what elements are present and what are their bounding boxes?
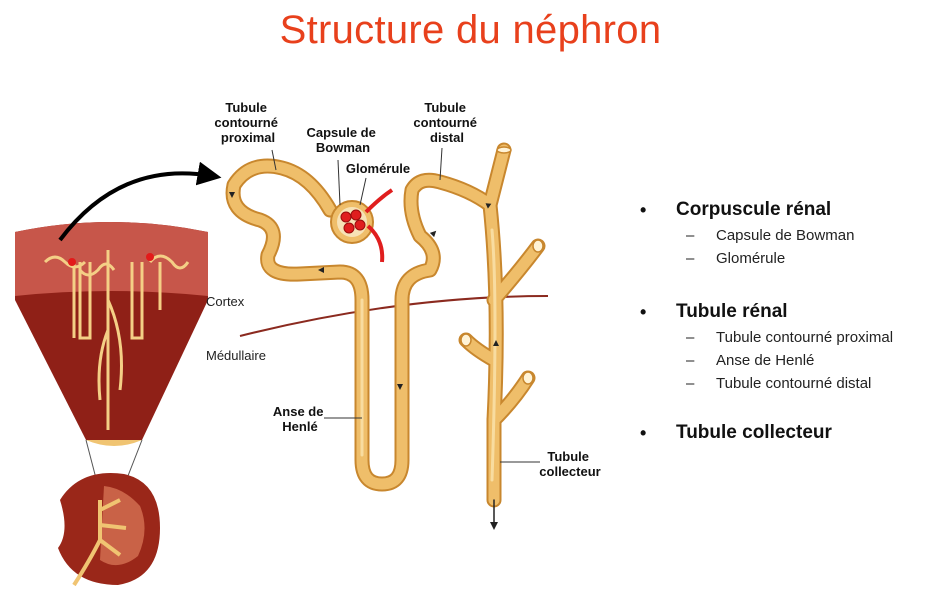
label-tcd: Tubule contourné distal [413, 100, 480, 145]
legend-heading: • Tubule rénal [640, 300, 940, 324]
label-cortex: Cortex [206, 294, 245, 309]
list-item: –Capsule de Bowman [640, 224, 940, 247]
bullet-icon: • [640, 198, 646, 222]
label-tcp: Tubule contourné proximal [214, 100, 281, 145]
label-capsule: Capsule de Bowman [307, 125, 380, 155]
legend-group-tubule-renal: • Tubule rénal –Tubule contourné proxima… [640, 300, 940, 395]
bullet-icon: • [640, 300, 646, 324]
list-item: –Anse de Henlé [640, 349, 940, 372]
label-collecteur: Tubule collecteur [539, 449, 600, 479]
list-item: –Glomérule [640, 247, 940, 270]
label-medullaire: Médullaire [206, 348, 266, 363]
kidney-section-illustration [15, 222, 208, 585]
legend-heading: • Tubule collecteur [640, 421, 940, 445]
list-item: –Tubule contourné distal [640, 372, 940, 395]
legend-group-corpuscule: • Corpuscule rénal –Capsule de Bowman –G… [640, 198, 940, 270]
list-item: –Tubule contourné proximal [640, 326, 940, 349]
nephron-tubules [229, 147, 543, 530]
label-glomerule: Glomérule [346, 161, 410, 176]
legend-group-collecteur: • Tubule collecteur [640, 421, 940, 445]
label-anse: Anse de Henlé [273, 404, 327, 434]
bullet-icon: • [640, 421, 646, 445]
legend: • Corpuscule rénal –Capsule de Bowman –G… [640, 198, 940, 445]
legend-heading: • Corpuscule rénal [640, 198, 940, 222]
